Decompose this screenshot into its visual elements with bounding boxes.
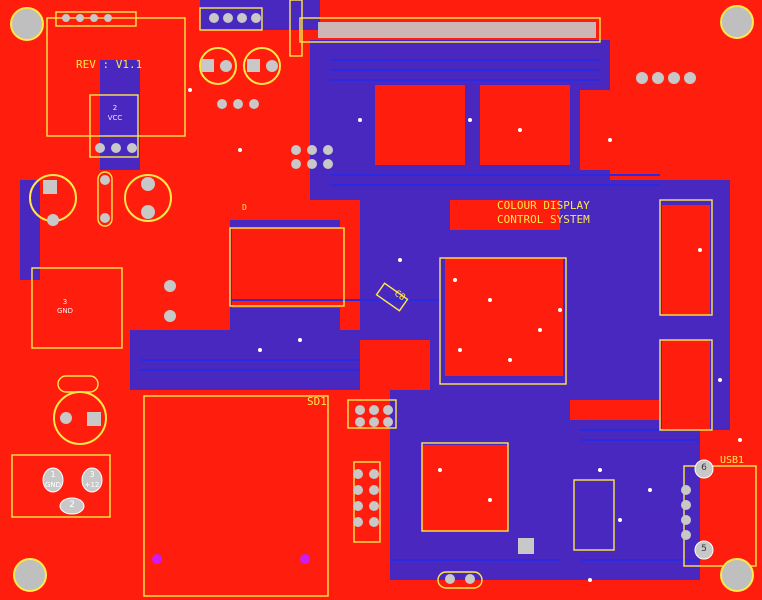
power-connector-pins <box>42 459 714 560</box>
usb-ref: USB1 <box>720 455 745 466</box>
top-copper-pour <box>232 85 710 531</box>
pwr-pin3-number: 3 <box>89 470 95 479</box>
title-line-2: CONTROL SYSTEM <box>497 213 590 226</box>
pwr-pin2-number: 2 <box>69 500 75 510</box>
sd-detect-pad <box>152 554 162 564</box>
electrolytic-caps <box>29 47 281 445</box>
pwr-gnd-label: GND <box>44 481 62 489</box>
header-pins <box>318 22 596 38</box>
sd-detect-pad-2 <box>300 554 310 564</box>
vcc-pin-number: 2 <box>112 104 118 112</box>
gnd-pin-number: 3 <box>62 298 68 306</box>
title-line-1: COLOUR DISPLAY <box>497 199 590 212</box>
usb-pin5-number: 5 <box>701 544 707 554</box>
trace-lines <box>140 59 700 561</box>
sd-slot-ref: SD1 <box>307 395 327 408</box>
silkscreen-outlines <box>11 0 757 597</box>
vcc-label: VCC <box>107 114 123 122</box>
vias <box>188 88 742 582</box>
usb-pin6-number: 6 <box>701 463 707 473</box>
gnd-label: GND <box>56 307 74 315</box>
through-hole-pads <box>43 13 696 584</box>
pwr-pin1-number: 1 <box>50 470 56 479</box>
diode-ref: D <box>242 203 247 212</box>
mounting-holes <box>10 5 754 592</box>
pwr-plus12-label: +12 <box>84 481 100 489</box>
revision-label: REV : V1.1 <box>76 58 143 71</box>
